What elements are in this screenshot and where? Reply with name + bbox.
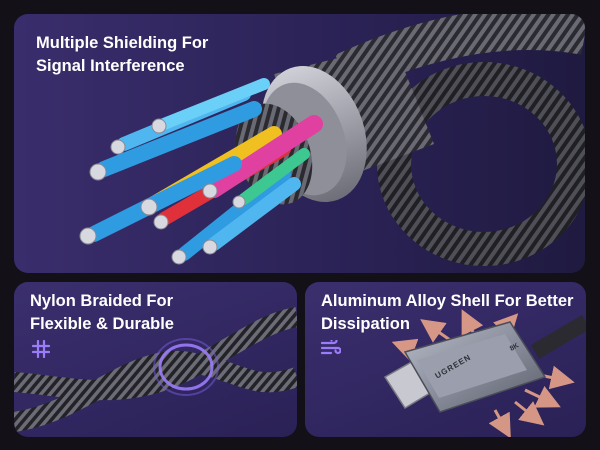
aluminum-title-line1: Aluminum Alloy Shell For Better: [321, 292, 574, 310]
aluminum-shell-panel: Aluminum Alloy Shell For Better Dissipat…: [305, 282, 586, 437]
aluminum-title: Aluminum Alloy Shell For Better Dissipat…: [321, 290, 573, 336]
braided-cable-knot-illustration: [14, 307, 297, 432]
shielding-title-line2: Signal Interference: [36, 57, 185, 75]
aluminum-title-line2: Dissipation: [321, 315, 410, 333]
wind-icon: [321, 340, 341, 356]
nylon-braid-panel: Nylon Braided For Flexible & Durable: [14, 282, 297, 437]
nylon-title: Nylon Braided For Flexible & Durable: [30, 290, 174, 336]
shielding-panel: Multiple Shielding For Signal Interferen…: [14, 14, 585, 273]
hdmi-connector-illustration: [383, 309, 586, 437]
cable-cross-section-illustration: [79, 14, 585, 266]
nylon-title-line1: Nylon Braided For: [30, 292, 174, 310]
grid-icon: [32, 340, 50, 358]
shielding-title: Multiple Shielding For Signal Interferen…: [36, 32, 208, 78]
nylon-title-line2: Flexible & Durable: [30, 315, 174, 333]
shielding-title-line1: Multiple Shielding For: [36, 34, 209, 52]
wire-bundle: [86, 78, 323, 261]
